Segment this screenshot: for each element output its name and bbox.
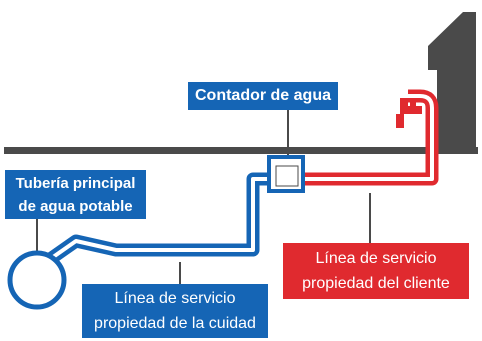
client-service-line-label: Línea de servicio propiedad del cliente [283,243,469,299]
water-main-label: Tubería principal de agua potable [5,170,146,219]
client-pipe-inner [303,94,434,181]
water-meter-label-text: Contador de agua [194,87,331,104]
city-service-line-label: Línea de servicio propiedad de la cuidad [82,284,268,338]
water-main-icon [7,250,67,310]
water-main-label-line-1: Tubería principal [15,175,136,192]
city-service-line-label-line-1: Línea de servicio [114,290,236,307]
faucet-icon [396,98,422,128]
water-meter-label: Contador de agua [188,82,338,110]
client-service-line-label-line-1: Línea de servicio [315,250,437,267]
city-pipe-inner [44,177,276,264]
water-main-label-line-2: de agua potable [18,198,133,215]
city-service-line-label-line-2: propiedad de la cuidad [94,315,256,332]
client-service-line-label-line-2: propiedad del cliente [302,275,450,292]
ground-line [4,147,478,154]
house-icon [428,12,476,150]
water-meter-housing [275,165,299,187]
